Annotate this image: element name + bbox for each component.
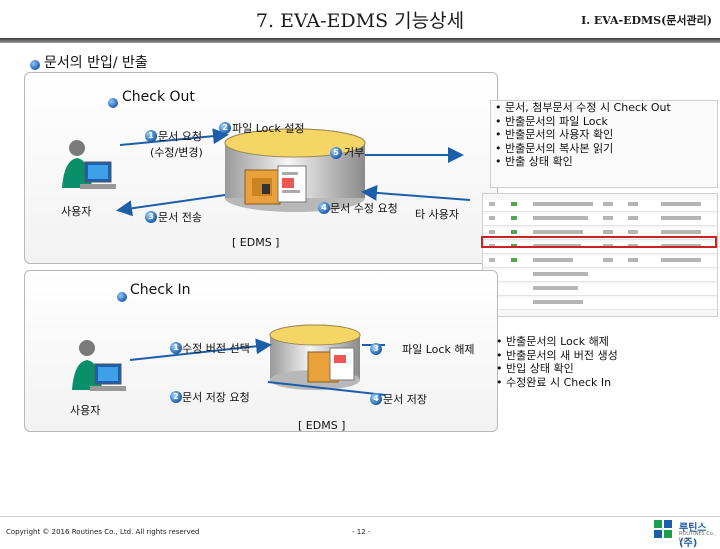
user-computer-icon	[62, 140, 116, 189]
checkin-diagram	[72, 324, 386, 396]
edms-server-icon	[269, 324, 361, 390]
step-number-1: 1	[170, 342, 182, 354]
step-number-4: 4	[370, 393, 382, 405]
arrow-send	[116, 194, 226, 217]
checkout-step1-sub: (수정/변경)	[150, 146, 203, 159]
step-number-3: 3	[145, 211, 157, 223]
checkin-step1: 수정 버전 선택	[182, 342, 250, 355]
checkout-step4: 문서 수정 요청	[330, 202, 398, 215]
section-bullet-icon	[30, 55, 40, 74]
page-subtitle: Ⅰ. EVA-EDMS(문서관리)	[581, 14, 712, 27]
checkout-step3: 문서 전송	[158, 211, 202, 224]
checkout-step1: 문서 요청	[158, 130, 202, 143]
checkin-step3: 파일 Lock 해제	[402, 343, 475, 356]
checkout-bullet-icon	[108, 93, 118, 112]
step-number-3: 3	[370, 343, 382, 355]
checkout-server-label: [ EDMS ]	[232, 236, 280, 249]
checkin-bullet-icon	[117, 287, 127, 306]
table-row	[483, 200, 717, 212]
checkin-user-label: 사용자	[70, 404, 101, 417]
arrow-save-request	[129, 338, 272, 361]
section-title: 문서의 반입/ 반출	[44, 55, 148, 71]
arrow-store	[267, 381, 386, 396]
table-row	[483, 298, 717, 310]
checkout-note: 반출문서의 사용자 확인	[495, 128, 717, 142]
footer-rule	[0, 516, 720, 517]
table-row	[483, 256, 717, 268]
step-number-1: 1	[145, 130, 157, 142]
highlighted-row-frame	[481, 236, 717, 248]
footer-page-number: - 12 -	[352, 528, 371, 536]
checkin-step4: 문서 저장	[383, 393, 427, 406]
step-number-2: 2	[219, 122, 231, 134]
checkin-note: 반출문서의 Lock 해제	[496, 335, 716, 349]
document-list-screenshot	[482, 193, 718, 317]
checkout-step5: 거부	[344, 146, 365, 159]
footer-copyright: Copyright © 2016 Routines Co., Ltd. All …	[6, 528, 200, 536]
checkin-title: Check In	[130, 282, 191, 298]
checkout-user-label: 사용자	[61, 205, 92, 218]
company-logo-sub: ROUTINES Co., Ltd.	[679, 531, 716, 543]
checkout-note: 문서, 첨부문서 수정 시 Check Out	[495, 101, 717, 115]
checkout-note: 반출문서의 파일 Lock	[495, 115, 717, 129]
checkin-step2: 문서 저장 요청	[182, 391, 250, 404]
checkout-title: Check Out	[122, 89, 195, 105]
step-number-5: 5	[330, 147, 342, 159]
arrow-edit-request	[361, 184, 471, 201]
company-logo-icon	[654, 520, 676, 542]
page-title: 7. EVA-EDMS 기능상세	[255, 10, 465, 32]
table-row	[483, 270, 717, 282]
step-number-4: 4	[318, 202, 330, 214]
checkout-note: 반출 상태 확인	[495, 155, 717, 169]
arrow-request	[119, 128, 229, 146]
checkout-step2: 파일 Lock 설정	[232, 122, 305, 135]
checkout-notes: 문서, 첨부문서 수정 시 Check Out 반출문서의 파일 Lock 반출…	[490, 100, 718, 188]
header-rule	[0, 38, 720, 43]
checkin-server-label: [ EDMS ]	[298, 419, 346, 432]
step-number-2: 2	[170, 391, 182, 403]
table-row	[483, 284, 717, 296]
checkin-note: 반입 상태 확인	[496, 362, 716, 376]
checkout-note: 반출문서의 복사본 읽기	[495, 142, 717, 156]
checkin-note: 반출문서의 새 버전 생성	[496, 349, 716, 363]
checkin-note: 수정완료 시 Check In	[496, 376, 716, 390]
checkin-notes: 반출문서의 Lock 해제 반출문서의 새 버전 생성 반입 상태 확인 수정완…	[496, 335, 716, 389]
other-user-label: 타 사용자	[415, 208, 459, 221]
table-row	[483, 214, 717, 226]
user-computer-icon	[72, 340, 126, 391]
